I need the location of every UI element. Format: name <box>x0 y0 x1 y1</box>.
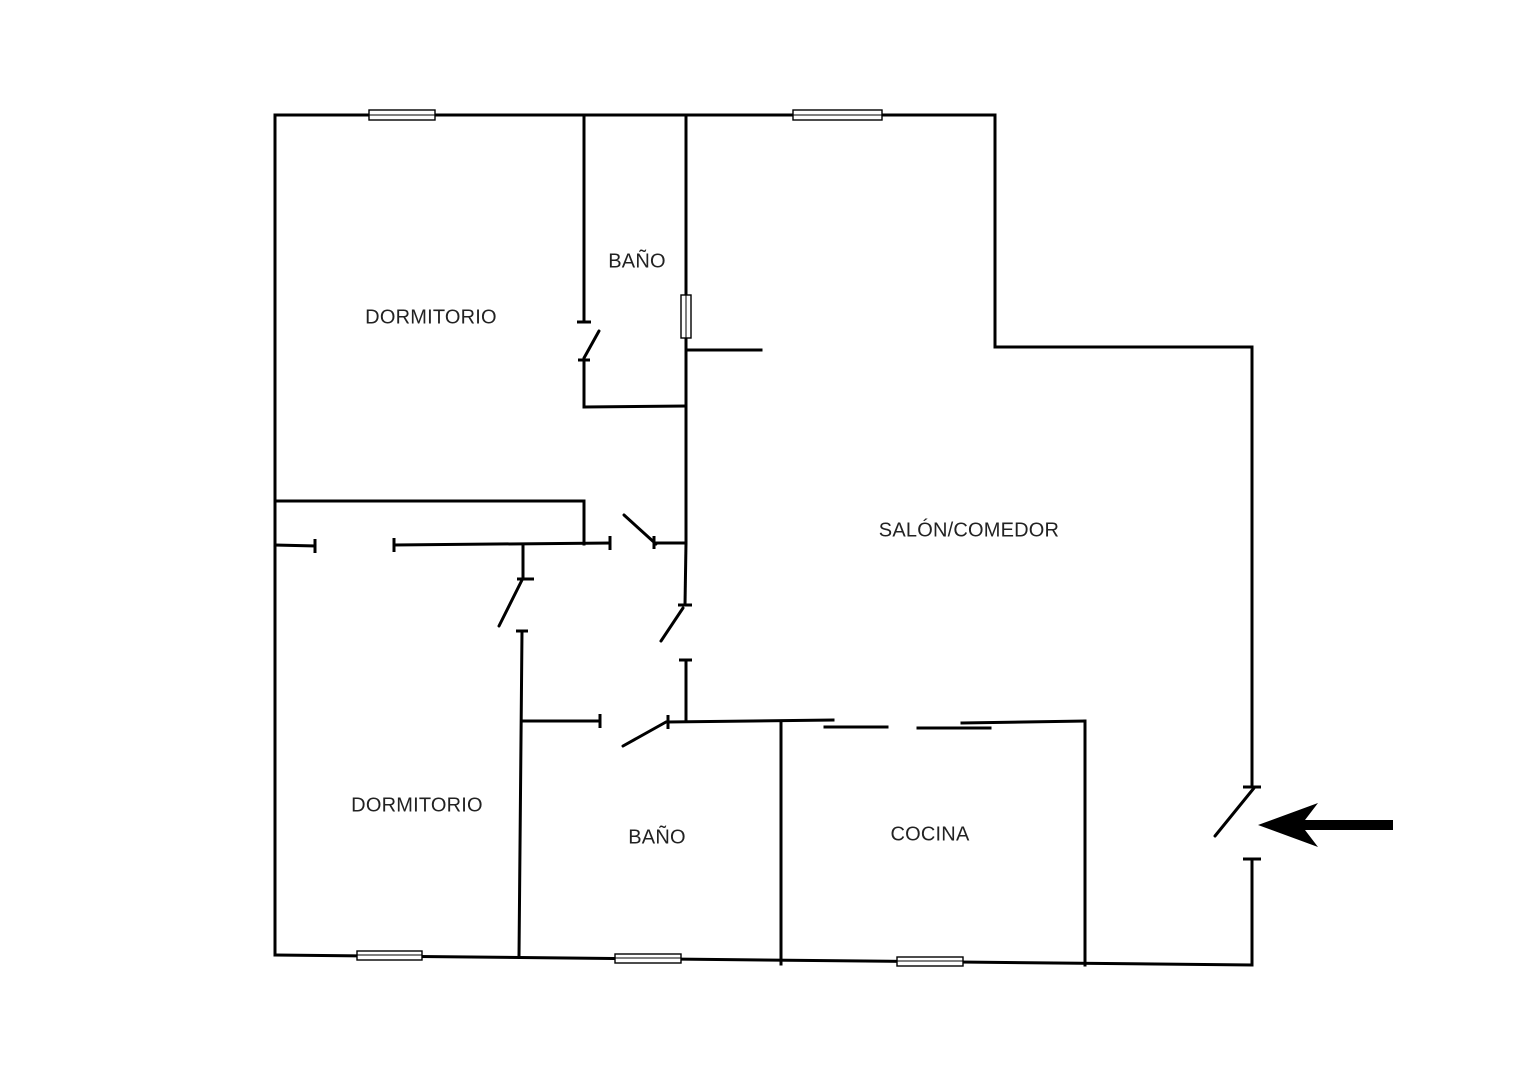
door-salon <box>659 606 685 643</box>
door-entrance <box>1213 786 1256 838</box>
room-label-dormitorio-top: DORMITORIO <box>365 306 497 328</box>
room-labels: DORMITORIO BAÑO SALÓN/COMEDOR DORMITORIO… <box>351 248 1059 848</box>
arrow-left-icon <box>1258 803 1393 847</box>
exterior-wall-bottom <box>273 857 1254 967</box>
door-bano-bottom <box>621 720 668 748</box>
window-dormitorio-top <box>368 109 436 121</box>
window-cocina <box>896 956 964 967</box>
door-closet <box>622 513 658 546</box>
doors <box>497 329 1256 838</box>
wall-hall-upper-left <box>273 543 317 548</box>
door-bano-top <box>582 329 601 360</box>
window-bano-top <box>680 294 692 339</box>
window-salon-top <box>792 109 883 121</box>
wall-bano-cocina-top <box>666 718 835 724</box>
wall-hall-right <box>683 541 688 607</box>
wall-bano-top-bottom <box>582 404 688 409</box>
window-bano-bottom <box>614 953 682 964</box>
wall-hall-upper <box>392 541 612 547</box>
door-dormitorio-bottom <box>497 578 524 628</box>
exterior-walls <box>273 113 1254 967</box>
room-label-cocina: COCINA <box>891 823 970 845</box>
wall-closet <box>273 499 586 546</box>
room-label-dormitorio-bottom: DORMITORIO <box>351 794 483 816</box>
room-label-bano-bottom: BAÑO <box>628 824 685 848</box>
door-jambs <box>313 320 1261 861</box>
windows <box>356 109 964 967</box>
wall-cocina-counter-3 <box>960 719 1087 725</box>
room-label-bano-top: BAÑO <box>608 248 665 272</box>
window-dormitorio-bottom <box>356 950 423 961</box>
wall-dorm-bottom-right <box>517 629 524 958</box>
room-label-salon: SALÓN/COMEDOR <box>879 518 1059 541</box>
exterior-wall-left-top <box>273 113 1254 789</box>
